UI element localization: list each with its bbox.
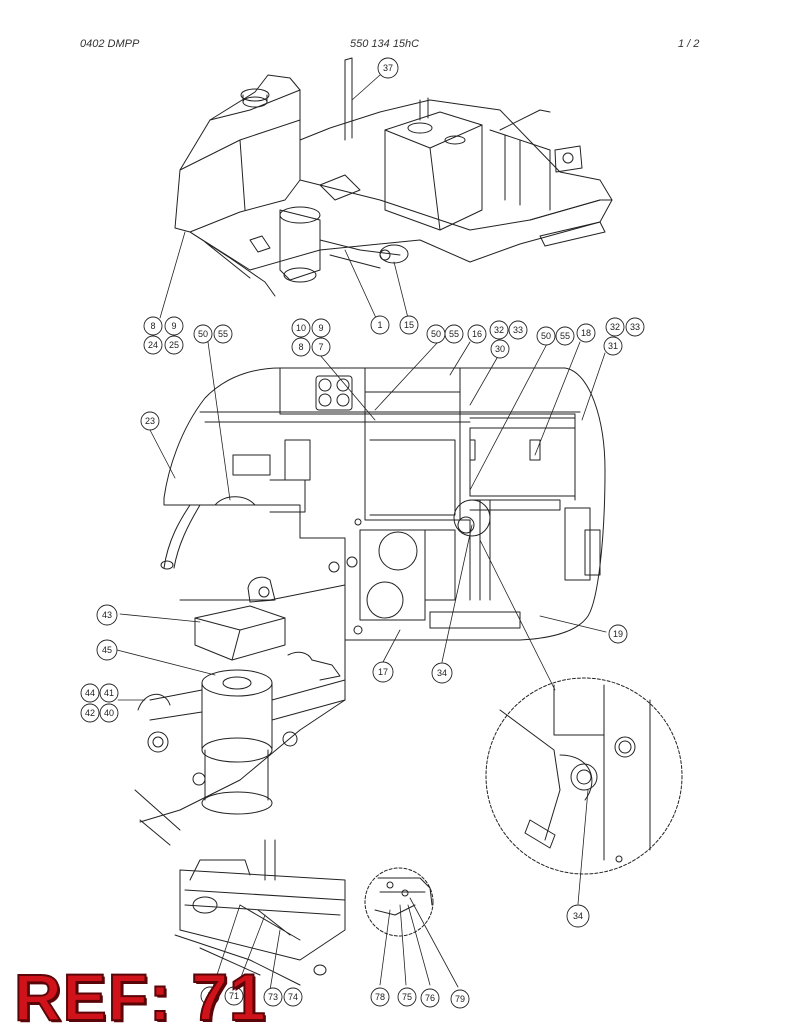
callout-42: 42: [85, 708, 95, 718]
callout-leaders: [116, 74, 607, 991]
callout-25: 25: [169, 340, 179, 350]
callout-34b: 34: [573, 911, 583, 921]
callout-45: 45: [102, 645, 112, 655]
callout-73: 73: [268, 992, 278, 1002]
callout-74: 74: [288, 992, 298, 1002]
callout-40: 40: [104, 708, 114, 718]
callout-32: 32: [494, 325, 504, 335]
callout-18: 18: [581, 328, 591, 338]
callout-34: 34: [437, 668, 447, 678]
callout-19: 19: [613, 629, 623, 639]
callout-24: 24: [148, 340, 158, 350]
header-page-number: 1 / 2: [678, 38, 700, 50]
callout-43: 43: [102, 610, 112, 620]
callout-8b: 8: [298, 342, 303, 352]
callout-8: 8: [150, 321, 155, 331]
header-drawing-number: 550 134 15hC: [350, 38, 420, 50]
callout-30: 30: [495, 344, 505, 354]
callout-50b: 50: [431, 329, 441, 339]
callout-7b: 7: [207, 991, 212, 1001]
callout-17: 17: [378, 667, 388, 677]
callout-1: 1: [377, 320, 382, 330]
callout-32b: 32: [610, 322, 620, 332]
callout-numbers: 37 8 9 24 25 50 55 10 9 8 7 1 15 50 55 1…: [85, 63, 640, 1004]
callout-50: 50: [198, 329, 208, 339]
turntable-detail-view: [134, 576, 346, 846]
callout-10: 10: [296, 323, 306, 333]
callout-31: 31: [608, 341, 618, 351]
bottom-detail-view: [174, 839, 434, 986]
callout-55c: 55: [560, 331, 570, 341]
callout-55b: 55: [449, 329, 459, 339]
callout-75: 75: [402, 992, 412, 1002]
zoom-detail-circle: [485, 677, 683, 875]
callout-41: 41: [104, 688, 114, 698]
callout-78: 78: [375, 992, 385, 1002]
callout-79: 79: [455, 994, 465, 1004]
upper-frame-plan-view: [160, 367, 606, 641]
callout-44: 44: [85, 688, 95, 698]
callout-55: 55: [218, 329, 228, 339]
callout-33b: 33: [630, 322, 640, 332]
callout-9: 9: [171, 321, 176, 331]
header-left-code: 0402 DMPP: [80, 38, 140, 50]
callout-37: 37: [383, 63, 393, 73]
callout-9b: 9: [318, 323, 323, 333]
callout-50c: 50: [541, 331, 551, 341]
callout-15: 15: [404, 320, 414, 330]
callout-23: 23: [145, 416, 155, 426]
callout-71: 71: [229, 991, 239, 1001]
callout-76: 76: [425, 993, 435, 1003]
callout-7: 7: [318, 342, 323, 352]
callout-bubbles: [80, 57, 645, 1009]
upper-frame-iso-view: [174, 57, 613, 297]
ref-label: REF: 71: [13, 960, 267, 1034]
callout-33: 33: [513, 325, 523, 335]
callout-16: 16: [472, 329, 482, 339]
